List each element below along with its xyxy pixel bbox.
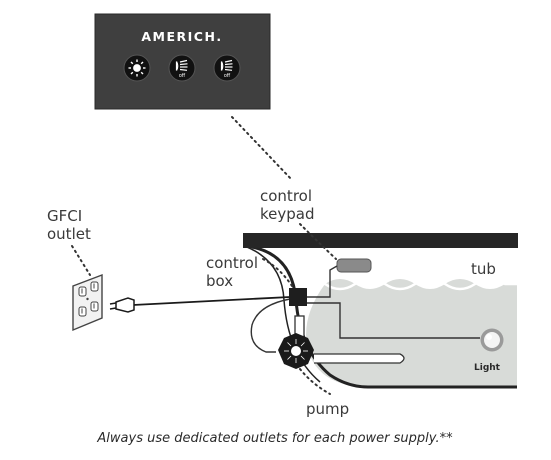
gfci-outlet <box>72 273 103 332</box>
gfci-label-line1: GFCI <box>47 207 82 225</box>
pump-label: pump <box>306 400 349 418</box>
keypad-light-button[interactable] <box>123 54 151 82</box>
tub-rim <box>243 233 518 248</box>
keypad-leader-line <box>231 116 293 181</box>
light-label: Light <box>474 363 501 373</box>
caption: Always use dedicated outlets for each po… <box>96 431 453 446</box>
keypad-jet-button-1[interactable]: off <box>168 54 196 82</box>
jet-icon <box>220 59 233 71</box>
power-cord <box>132 296 291 306</box>
control-box-label-line1: control <box>206 254 258 272</box>
wiring <box>132 265 480 364</box>
jet-button-1-label: off <box>179 73 186 79</box>
jet-button-2-label: off <box>224 73 231 79</box>
gfci-label-line2: outlet <box>47 225 91 243</box>
pump <box>278 315 314 369</box>
keypad-panel: AMERICH. <box>94 13 271 110</box>
leader-lines <box>71 223 337 395</box>
jet-pipe <box>314 353 405 364</box>
keypad-brand: AMERICH. <box>141 29 222 44</box>
plug <box>109 297 135 313</box>
tub-label: tub <box>471 260 496 278</box>
light-icon <box>128 59 146 77</box>
tub-light <box>480 328 504 352</box>
keypad-jet-button-2[interactable]: off <box>213 54 241 82</box>
control-keypad-label-line1: control <box>260 187 312 205</box>
jet-icon <box>175 59 188 71</box>
water-surface <box>299 277 517 291</box>
control-box <box>289 288 307 306</box>
control-keypad-label-line2: keypad <box>260 205 315 223</box>
tub-keypad <box>336 258 372 273</box>
control-box-label-line2: box <box>206 272 233 290</box>
